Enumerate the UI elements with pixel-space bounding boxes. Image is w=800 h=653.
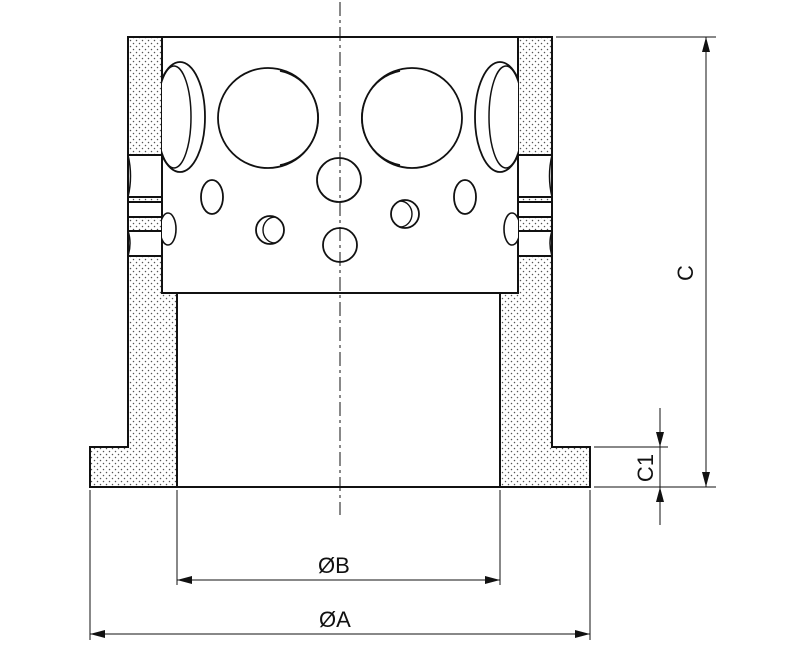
- dimension-a: [89, 490, 591, 640]
- left-slot-lower: [129, 231, 161, 256]
- right-slot-lower: [519, 231, 551, 256]
- right-slot-mid: [519, 202, 551, 217]
- right-wall-section: [499, 36, 591, 488]
- label-b: ØB: [318, 553, 350, 578]
- inner-bore: [176, 293, 501, 488]
- hole-right-edge-small: [503, 212, 518, 246]
- port-left-edge: [162, 61, 206, 173]
- label-c: C: [672, 265, 698, 281]
- perforated-cage: [162, 36, 518, 294]
- hole-right-upper: [453, 179, 477, 215]
- dimension-c1: [594, 408, 668, 525]
- port-right-edge: [474, 61, 518, 173]
- dimension-c: [556, 36, 716, 488]
- hole-center-top: [316, 157, 362, 203]
- hole-left-edge-small: [162, 212, 177, 246]
- dimension-b: [176, 490, 501, 585]
- label-c1: C1: [633, 453, 659, 483]
- left-slot-upper: [129, 155, 161, 197]
- left-slot-mid: [129, 202, 161, 217]
- right-slot-upper: [519, 155, 551, 197]
- label-a: ØA: [319, 607, 351, 632]
- hole-left-upper: [200, 179, 224, 215]
- hole-right-lower: [390, 199, 420, 229]
- hole-left-lower: [255, 215, 285, 245]
